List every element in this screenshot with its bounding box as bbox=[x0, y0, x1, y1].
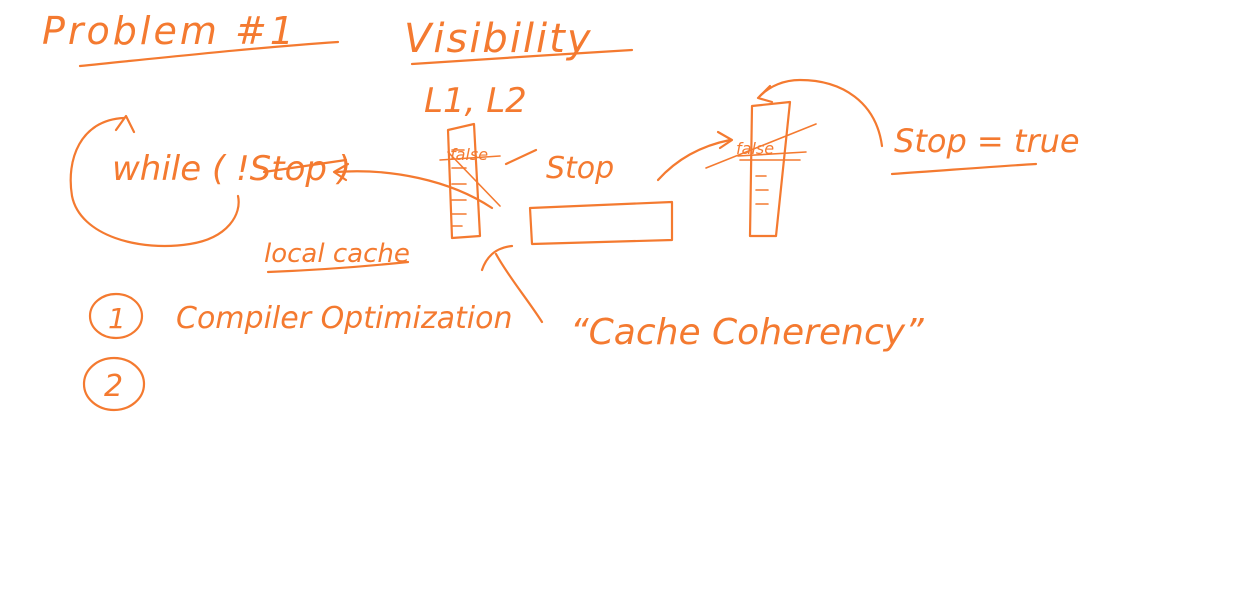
arrow-cache-to-loop bbox=[334, 170, 494, 210]
arrow-cache-to-loop-head bbox=[332, 162, 350, 182]
list-number-circle-2 bbox=[82, 356, 146, 412]
arrow-assign-to-right-cache bbox=[758, 78, 884, 148]
stop-label-dash bbox=[504, 148, 538, 166]
cache-value-label-text: Stop bbox=[546, 151, 614, 186]
left-column-outline bbox=[446, 122, 482, 240]
list-number-circle-1 bbox=[88, 292, 144, 340]
arrow-memory-to-right-cache-head bbox=[716, 130, 734, 150]
assignment-text: Stop = true bbox=[894, 122, 1080, 160]
coherency-text: “Cache Coherency” bbox=[570, 312, 924, 353]
topic-underline bbox=[410, 48, 634, 66]
right-column-ticks bbox=[755, 175, 769, 205]
loop-code-underline bbox=[262, 158, 348, 174]
list-text-1: Compiler Optimization bbox=[176, 301, 512, 336]
right-entry-strike bbox=[705, 123, 817, 169]
left-column-ticks bbox=[451, 149, 467, 227]
right-cache-column: false bbox=[705, 100, 817, 238]
title-underline bbox=[78, 40, 340, 68]
title-group: Problem #1 bbox=[42, 9, 340, 68]
left-entry-strike bbox=[439, 151, 501, 207]
list-item-1: 1 Compiler Optimization bbox=[88, 292, 512, 340]
pointer-arrow-main bbox=[494, 252, 544, 324]
cache-levels-text: L1, L2 bbox=[424, 81, 527, 121]
loop-circle-arrow bbox=[69, 116, 240, 248]
main-memory-box bbox=[528, 200, 674, 246]
list-number-2: 2 bbox=[104, 369, 123, 404]
arrow-memory-to-right-cache bbox=[656, 138, 732, 182]
right-column-outline bbox=[748, 100, 792, 238]
list-number-1: 1 bbox=[108, 302, 126, 335]
loop-code-text: while ( !Stop ) bbox=[112, 149, 351, 189]
loop-arrowhead bbox=[114, 114, 136, 134]
local-cache-underline bbox=[266, 260, 410, 274]
assignment-underline bbox=[890, 162, 1038, 176]
assignment-group: Stop = true bbox=[890, 122, 1080, 176]
topic-group: Visibility bbox=[404, 16, 634, 66]
pointer-arrow-short bbox=[480, 244, 514, 272]
title-text: Problem #1 bbox=[42, 9, 297, 53]
loop-group: while ( !Stop ) bbox=[69, 114, 351, 248]
list-item-2: 2 bbox=[82, 356, 146, 412]
local-cache-group: local cache bbox=[264, 239, 410, 274]
arrow-assign-to-right-cache-head bbox=[756, 84, 774, 104]
left-cache-column: false bbox=[439, 122, 501, 240]
